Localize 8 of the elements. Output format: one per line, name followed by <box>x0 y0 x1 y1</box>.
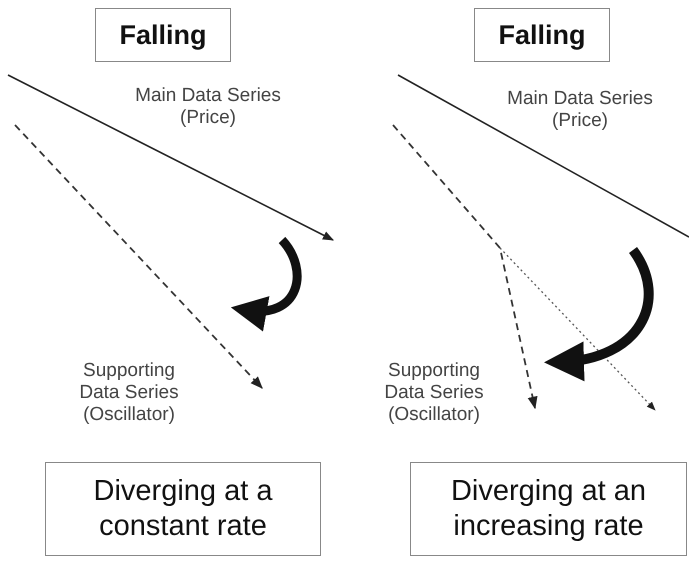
heading-box: Falling <box>95 8 231 62</box>
heading-box: Falling <box>474 8 610 62</box>
price-series-label: Main Data Series (Price) <box>134 85 282 129</box>
caption-box: Diverging at a constant rate <box>45 462 321 556</box>
caption-box: Diverging at an increasing rate <box>410 462 687 556</box>
price-series-label: Main Data Series (Price) <box>506 88 654 132</box>
oscillator-series-label: Supporting Data Series (Oscillator) <box>383 360 485 426</box>
oscillator-series-label: Supporting Data Series (Oscillator) <box>78 360 180 426</box>
